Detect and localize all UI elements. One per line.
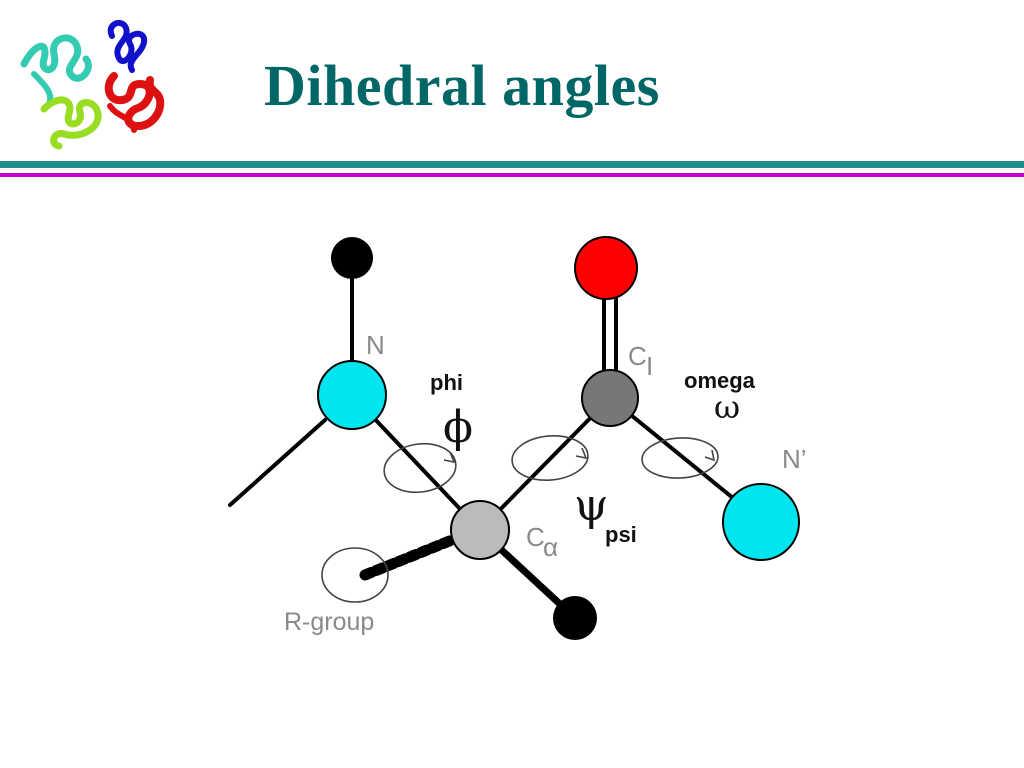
- c-alpha-label: C: [526, 522, 545, 552]
- bond-calpha-r-dashed: [359, 534, 458, 581]
- omega-rotation-arrow: [641, 437, 719, 479]
- phi-label: phi: [430, 370, 463, 395]
- r-group-rotation-arrow: [321, 547, 389, 603]
- n-atom: [317, 360, 387, 430]
- psi-symbol: ψ: [574, 480, 609, 531]
- c-prime-label: C: [628, 341, 647, 371]
- psi-label: psi: [605, 522, 637, 547]
- protein-ribbon-icon: [20, 19, 165, 150]
- c-prime-subscript: I: [646, 351, 653, 381]
- o-atom: [574, 236, 638, 300]
- bond-calpha-c: [478, 396, 612, 532]
- omega-label: omega: [684, 368, 756, 393]
- n-label: N: [366, 330, 385, 360]
- n-prime-atom: [722, 483, 800, 561]
- dihedral-angle-diagram: N C I N’ C α R-group phi ϕ ψ psi omega ω: [228, 236, 807, 640]
- phi-symbol: ϕ: [443, 402, 473, 453]
- psi-rotation-arrow: [511, 435, 589, 481]
- c-alpha-subscript: α: [543, 532, 558, 562]
- h-atom-bottom: [553, 596, 597, 640]
- title-divider-teal: [0, 161, 1024, 168]
- c-alpha-atom: [450, 500, 510, 560]
- phi-rotation-arrow: [383, 442, 457, 494]
- bond-n-prev: [228, 418, 327, 507]
- omega-symbol: ω: [714, 388, 740, 426]
- c-prime-atom: [581, 369, 639, 427]
- h-atom-top: [331, 237, 373, 279]
- title-divider-magenta: [0, 173, 1024, 177]
- n-prime-label: N’: [782, 444, 807, 474]
- page-title: Dihedral angles: [264, 53, 660, 118]
- r-group-label: R-group: [284, 608, 374, 636]
